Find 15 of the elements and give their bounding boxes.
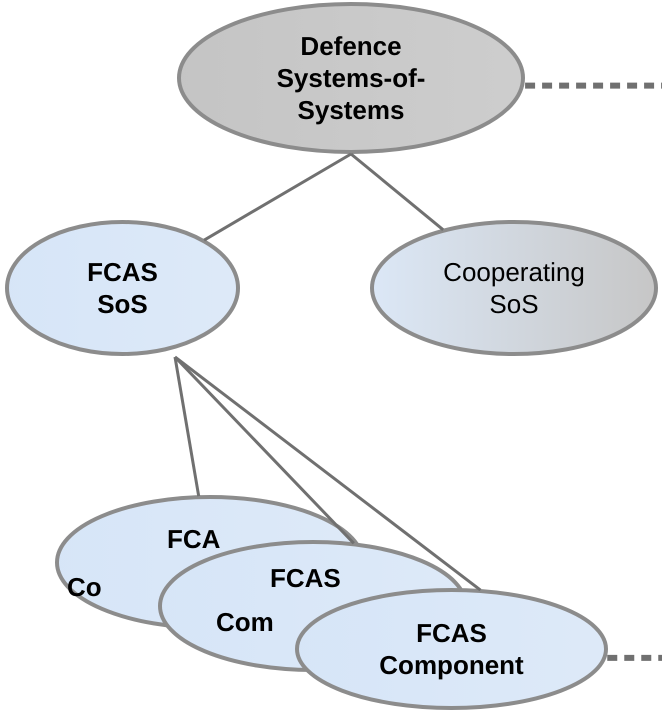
node-label: Co: [67, 571, 102, 603]
dotted-line: [607, 654, 662, 661]
connector-line: [174, 356, 355, 544]
dotted-line: [525, 82, 662, 89]
node-label: Com: [216, 606, 274, 638]
node-label: FCA: [167, 523, 220, 555]
connector-line: [174, 356, 200, 496]
connector-line: [350, 152, 444, 231]
node-label: FCAS Component: [378, 617, 525, 681]
connector-line: [174, 356, 482, 592]
node-label: FCAS: [270, 562, 341, 594]
node-label: Cooperating SoS: [442, 256, 586, 320]
connector-line: [203, 152, 352, 242]
node-label: Defence Systems-of-Systems: [276, 30, 426, 126]
node-label: FCAS SoS: [86, 256, 159, 320]
